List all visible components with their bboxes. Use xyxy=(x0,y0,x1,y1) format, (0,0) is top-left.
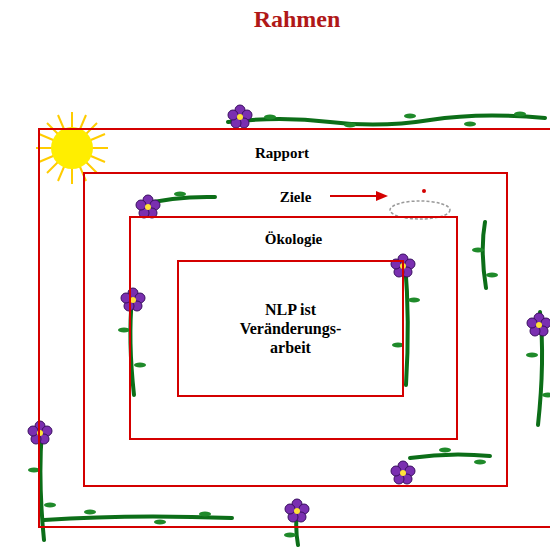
flowers xyxy=(28,105,550,522)
text-holder: Rapport xyxy=(40,144,550,162)
frame-box: ZieleÖkologieNLP ist Veränderungs- arbei… xyxy=(83,172,508,487)
frame-label: Ökologie xyxy=(131,230,456,248)
text-holder: NLP ist Veränderungs- arbeit xyxy=(179,262,402,395)
frame-label: Ziele xyxy=(85,188,506,206)
leaves xyxy=(28,112,550,538)
core-box: NLP ist Veränderungs- arbeit xyxy=(177,260,404,397)
core-label: NLP ist Veränderungs- arbeit xyxy=(226,300,356,358)
flower-vines xyxy=(40,115,545,545)
frame-label: Rapport xyxy=(40,144,524,162)
diagram-title: Rahmen xyxy=(200,6,394,33)
goal-arrow xyxy=(330,189,450,219)
frame-box: ÖkologieNLP ist Veränderungs- arbeit xyxy=(129,216,458,440)
text-holder: Ökologie xyxy=(131,230,456,248)
frame-box: RapportZieleÖkologieNLP ist Veränderungs… xyxy=(38,128,550,528)
text-holder: Ziele xyxy=(85,188,506,206)
